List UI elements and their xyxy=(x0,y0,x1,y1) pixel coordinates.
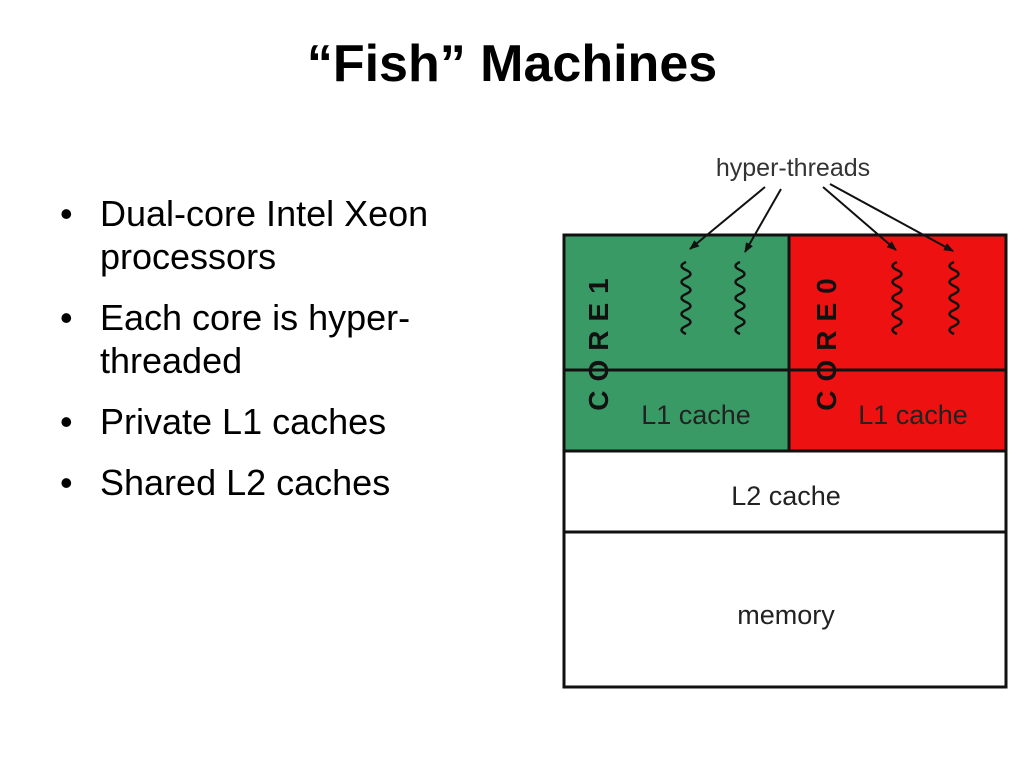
bullet-item: • Each core is hyper-threaded xyxy=(58,296,528,382)
page-title: “Fish” Machines xyxy=(306,35,718,93)
bullet-item: • Dual-core Intel Xeon processors xyxy=(58,192,528,278)
core-left-label: CORE1 xyxy=(583,269,614,410)
core-left-l1-label: L1 cache xyxy=(641,400,751,430)
thread-arrow xyxy=(829,183,954,252)
bullet-list: • Dual-core Intel Xeon processors • Each c… xyxy=(58,192,528,522)
thread-arrow xyxy=(822,186,897,251)
l2-cache-label: L2 cache xyxy=(731,481,841,511)
bullet-marker: • xyxy=(60,401,73,442)
thread-arrow xyxy=(744,188,782,253)
memory-label: memory xyxy=(737,600,835,630)
bullet-marker: • xyxy=(60,462,73,503)
core-right-label: CORE0 xyxy=(811,269,842,410)
bullet-text: Each core is hyper-threaded xyxy=(100,297,411,381)
bullet-text: Shared L2 caches xyxy=(100,462,391,503)
bullet-item: • Private L1 caches xyxy=(58,400,528,443)
bullet-marker: • xyxy=(60,297,73,338)
diagram-outline xyxy=(562,233,1008,689)
bullet-text: Dual-core Intel Xeon processors xyxy=(100,193,429,277)
core-left-block xyxy=(564,235,788,451)
bullet-item: • Shared L2 caches xyxy=(58,461,528,504)
bullet-marker: • xyxy=(60,193,73,234)
core-right-l1-label: L1 cache xyxy=(858,400,968,430)
thread-arrow xyxy=(689,186,766,250)
bullet-text: Private L1 caches xyxy=(100,401,387,442)
hyperthreads-label: hyper-threads xyxy=(716,154,870,182)
